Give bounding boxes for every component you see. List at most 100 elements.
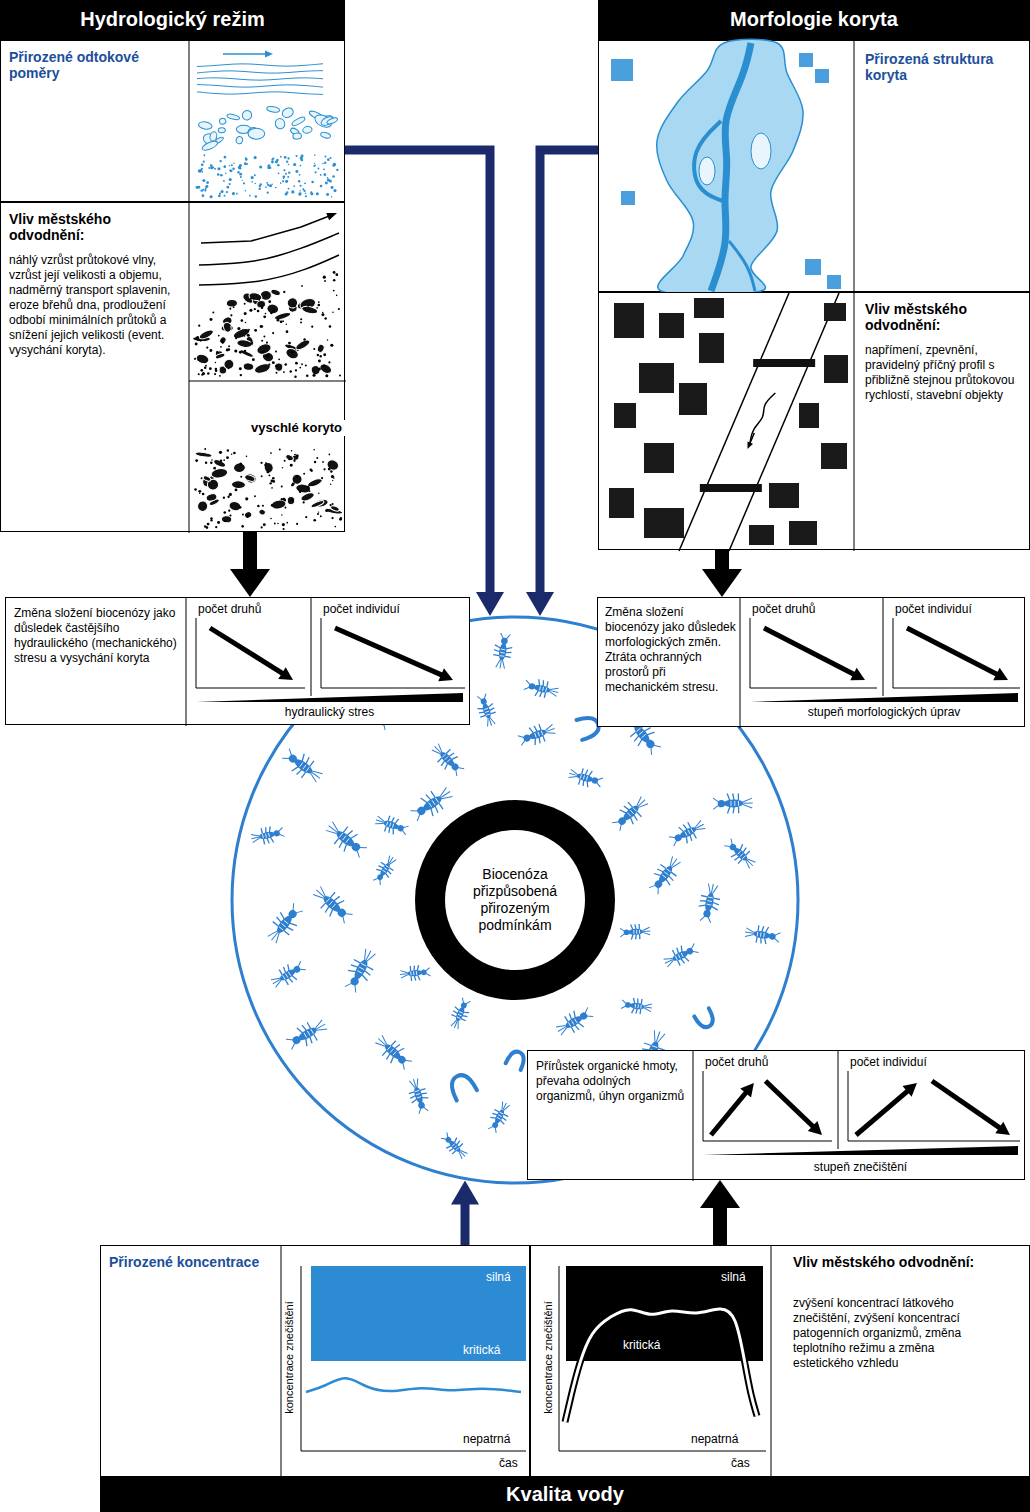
illustration-line [549, 692, 557, 697]
illustration-line [386, 865, 389, 867]
illustration-line [388, 827, 391, 833]
illustration-circle [283, 371, 285, 373]
level-label: nepatrná [691, 1432, 738, 1446]
illustration-line [727, 794, 730, 801]
illustration-line [283, 967, 287, 973]
illustration-circle [298, 180, 300, 182]
concentration-panel: Vliv městského odvodnění:zvýšení koncent… [530, 1245, 1030, 1477]
illustration-line [624, 805, 630, 811]
illustration-rect [821, 443, 847, 469]
illustration-line [744, 861, 752, 869]
illustration-circle [310, 192, 313, 195]
illustration-circle [522, 734, 531, 743]
illustration-g [576, 715, 601, 740]
illustration-line [662, 875, 666, 878]
illustration-line [457, 765, 464, 772]
illustration-line [456, 1141, 460, 1145]
header-band: Morfologie koryta [598, 0, 1030, 40]
illustration-line [359, 844, 367, 852]
illustration-line [278, 827, 284, 832]
illustration-line [387, 870, 392, 874]
illustration-line [712, 902, 719, 905]
illustration-line [773, 938, 779, 943]
illustration-line [281, 1246, 282, 1478]
illustration-line [426, 794, 431, 801]
illustration-line [380, 712, 385, 717]
footer-band: Kvalita vody [100, 1477, 1030, 1512]
illustration-circle [250, 342, 253, 345]
illustration-line [400, 970, 407, 973]
illustration-rect [799, 403, 819, 428]
illustration-circle [334, 526, 336, 528]
illustration-line [268, 826, 271, 832]
illustration-circle [205, 462, 207, 464]
illustration-circle [290, 464, 293, 467]
illustration-circle [229, 165, 230, 166]
illustration-g [322, 817, 370, 861]
illustration-line [371, 717, 375, 722]
illustration-circle [379, 718, 387, 726]
illustration-line [688, 822, 691, 828]
illustration-line [453, 1138, 458, 1143]
illustration-circle [321, 477, 323, 479]
illustration-circle [236, 193, 238, 195]
illustration-line [324, 906, 330, 912]
illustration-circle [310, 469, 313, 472]
illustration-path [753, 359, 815, 367]
flow-arrow [700, 1180, 740, 1245]
illustration-line [541, 731, 543, 735]
illustration-line [261, 828, 262, 834]
illustration-line [671, 859, 676, 867]
level-label: kritická [623, 1338, 660, 1352]
illustration-line [675, 956, 677, 960]
panel-heading: Přirozené koncentrace [109, 1254, 274, 1270]
illustration-ellipse [195, 451, 212, 458]
illustration-circle [233, 163, 234, 164]
illustration-circle [271, 158, 273, 160]
illustration-ellipse [287, 496, 295, 504]
illustration-circle [301, 363, 303, 365]
illustration-line [544, 692, 545, 698]
illustration-line [287, 926, 294, 932]
illustration-line [196, 688, 305, 689]
illustration-line [404, 1057, 412, 1064]
axis-label: hydraulický stres [196, 705, 463, 719]
illustration-line [631, 924, 633, 929]
illustration-circle [295, 155, 297, 157]
illustration-circle [318, 492, 319, 493]
illustration-circle [229, 493, 232, 496]
illustration-circle [288, 188, 290, 190]
illustration-circle [227, 449, 230, 452]
illustration-line [774, 932, 780, 937]
illustration-circle [254, 156, 257, 159]
illustration-circle [217, 173, 220, 176]
illustration-line [586, 781, 590, 787]
panel-body: náhlý vzrůst průtokové vlny, vzrůst její… [9, 253, 185, 358]
illustration-line [630, 810, 633, 814]
illustration-line [854, 293, 855, 551]
illustration-circle [415, 800, 615, 1000]
section-title: Kvalita vody [100, 1483, 1030, 1506]
illustration-line [727, 807, 730, 814]
illustration-circle [198, 360, 199, 361]
illustration-ellipse [226, 299, 237, 307]
illustration-line [387, 822, 388, 826]
illustration-circle [332, 480, 333, 481]
illustration-line [413, 971, 414, 975]
illustration-ellipse [244, 472, 258, 485]
illustration-circle [201, 477, 203, 479]
illustration-circle [205, 185, 207, 187]
illustration-g [341, 946, 381, 995]
illustration-line [295, 908, 303, 916]
illustration-circle [303, 473, 305, 475]
illustration-circle [325, 181, 328, 184]
illustration-circle [232, 168, 235, 171]
illustration-line [262, 834, 264, 838]
illustration-circle [227, 496, 229, 498]
illustration-circle [237, 485, 239, 487]
axis-label: stupeň znečištění [703, 1160, 1018, 1174]
illustration-line [267, 838, 269, 844]
illustration-circle [286, 180, 288, 182]
illustration-line [361, 949, 369, 960]
level-label: silná [486, 1270, 511, 1284]
